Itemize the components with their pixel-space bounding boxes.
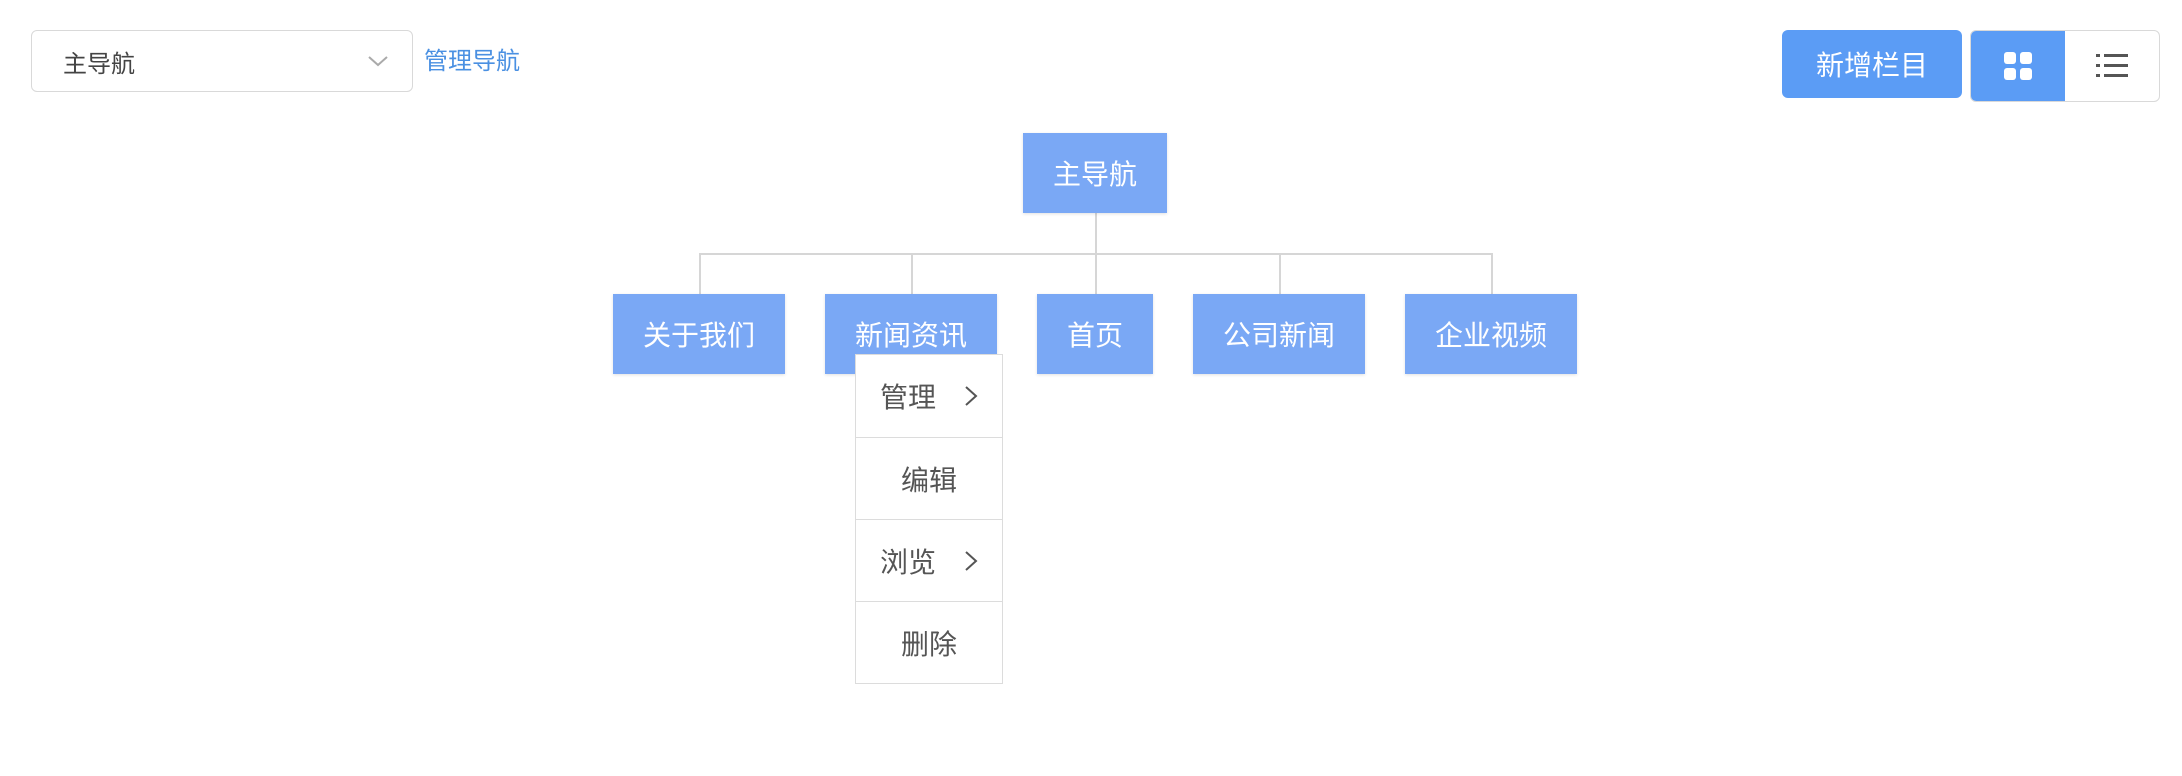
menu-item-label: 管理 bbox=[880, 381, 937, 414]
add-column-button[interactable]: 新增栏目 bbox=[1782, 30, 1962, 98]
tree-node-company-news[interactable]: 公司新闻 bbox=[1193, 294, 1365, 374]
list-icon bbox=[2096, 54, 2128, 77]
nav-select[interactable]: 主导航 bbox=[31, 30, 413, 92]
tree-connector bbox=[699, 253, 701, 294]
chevron-right-icon bbox=[965, 386, 978, 406]
list-view-button[interactable] bbox=[2065, 31, 2159, 101]
tree-connector bbox=[1095, 213, 1097, 254]
grid-icon bbox=[2004, 52, 2032, 80]
tree-node-home[interactable]: 首页 bbox=[1037, 294, 1153, 374]
manage-nav-link[interactable]: 管理导航 bbox=[424, 47, 520, 75]
view-toggle bbox=[1970, 30, 2160, 102]
tree-node-company-video[interactable]: 企业视频 bbox=[1405, 294, 1577, 374]
tree-connector bbox=[1095, 253, 1097, 294]
grid-view-button[interactable] bbox=[1971, 31, 2065, 101]
menu-item-edit[interactable]: 编辑 bbox=[856, 437, 1002, 519]
tree-node-about-us[interactable]: 关于我们 bbox=[613, 294, 785, 374]
menu-item-manage[interactable]: 管理 bbox=[856, 355, 1002, 437]
chevron-right-icon bbox=[965, 551, 978, 571]
menu-item-browse[interactable]: 浏览 bbox=[856, 519, 1002, 601]
chevron-down-icon bbox=[368, 56, 388, 67]
tree-connector bbox=[1491, 253, 1493, 294]
menu-item-label: 删除 bbox=[900, 627, 957, 661]
nav-select-value: 主导航 bbox=[63, 49, 135, 78]
menu-item-label: 浏览 bbox=[880, 545, 937, 579]
tree-root-node[interactable]: 主导航 bbox=[1023, 133, 1167, 213]
menu-item-delete[interactable]: 删除 bbox=[856, 601, 1002, 683]
menu-item-label: 编辑 bbox=[900, 463, 957, 497]
tree-connector bbox=[911, 253, 913, 294]
context-menu: 管理 编辑 浏览 删除 bbox=[855, 354, 1003, 684]
tree-connector bbox=[1279, 253, 1281, 294]
